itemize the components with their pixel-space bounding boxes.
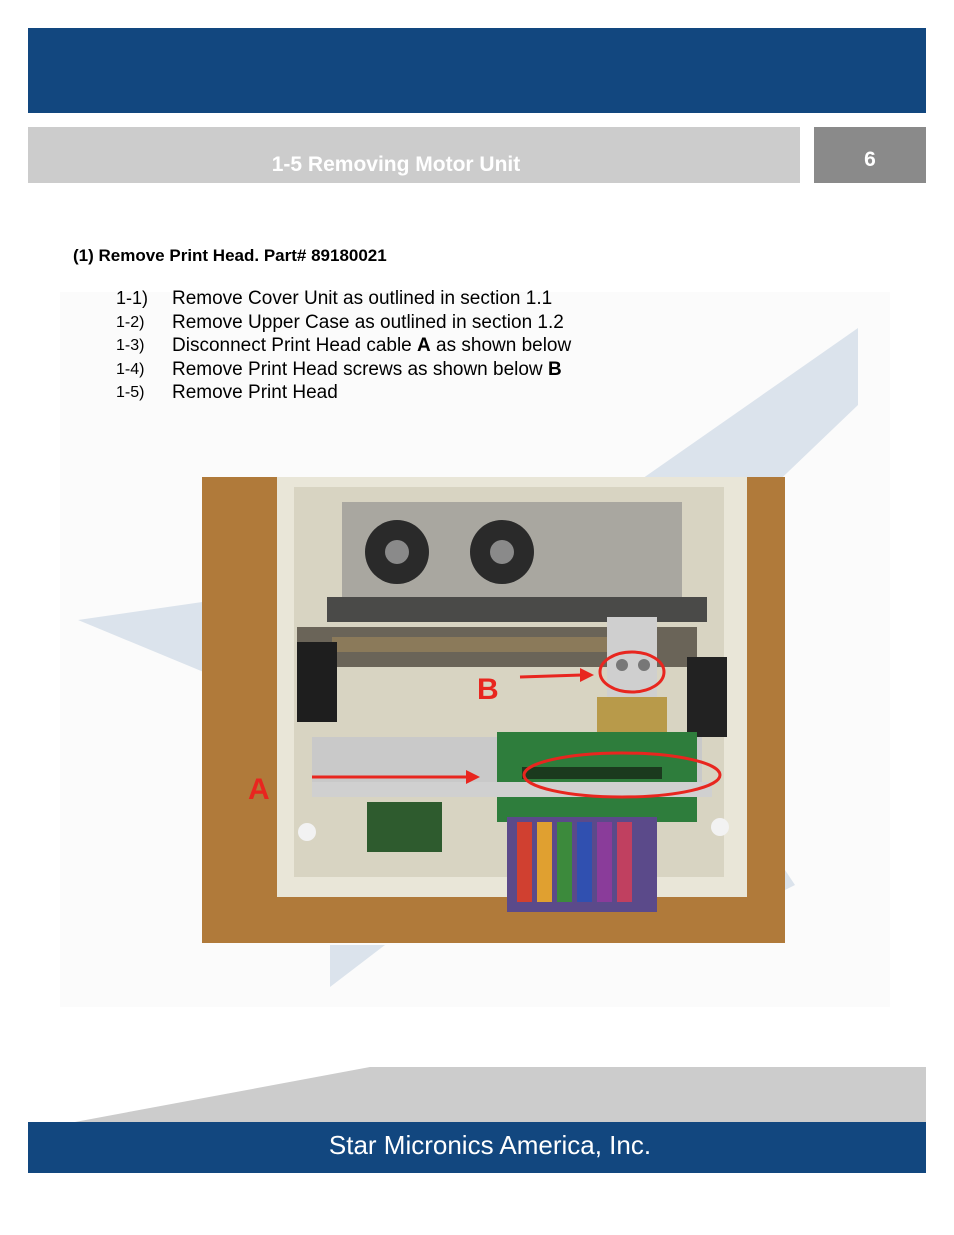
step-text-before: Disconnect Print Head cable (172, 335, 418, 356)
step-text: Remove Print Head screws as shown below … (172, 358, 562, 382)
section-title: 1-5 Removing Motor Unit (271, 153, 521, 176)
step-number: 1-5) (116, 384, 145, 401)
step-text: Remove Upper Case as outlined in section… (172, 311, 564, 333)
page-number: 6 (864, 148, 876, 171)
section-bar (28, 127, 800, 183)
callout-label-b: B (477, 673, 499, 706)
list-item: 1-4) Remove Print Head screws as shown b… (116, 358, 571, 382)
step-number: 1-4) (116, 360, 145, 378)
callout-label-a: A (248, 773, 270, 806)
step-number: 1-3) (116, 337, 145, 354)
instruction-list: 1-1) Remove Cover Unit as outlined in se… (116, 287, 571, 405)
step-number: 1-2) (116, 313, 145, 331)
step-heading: (1) Remove Print Head. Part# 89180021 (73, 246, 387, 265)
list-item: 1-5) Remove Print Head (116, 381, 571, 405)
step-text: Remove Print Head (172, 382, 338, 403)
step-number: 1-1) (116, 288, 149, 308)
step-callout-a: A (417, 335, 431, 356)
step-text-before: Remove Print Head screws as shown below (172, 358, 548, 380)
step-text: Remove Cover Unit as outlined in section… (172, 288, 553, 309)
printer-photo: B A (202, 477, 785, 943)
footer-company: Star Micronics America, Inc. (328, 1130, 652, 1160)
step-text: Disconnect Print Head cable A as shown b… (172, 334, 571, 358)
footer-bar (28, 1122, 926, 1173)
step-callout-b: B (547, 358, 562, 380)
step-text-after: as shown below (430, 335, 572, 356)
list-item: 1-3) Disconnect Print Head cable A as sh… (116, 334, 571, 358)
printer-photo-illustration: B A (202, 477, 785, 943)
list-item: 1-1) Remove Cover Unit as outlined in se… (116, 287, 571, 311)
list-item: 1-2) Remove Upper Case as outlined in se… (116, 311, 571, 335)
page-number-box (814, 127, 926, 183)
top-banner (28, 28, 926, 113)
